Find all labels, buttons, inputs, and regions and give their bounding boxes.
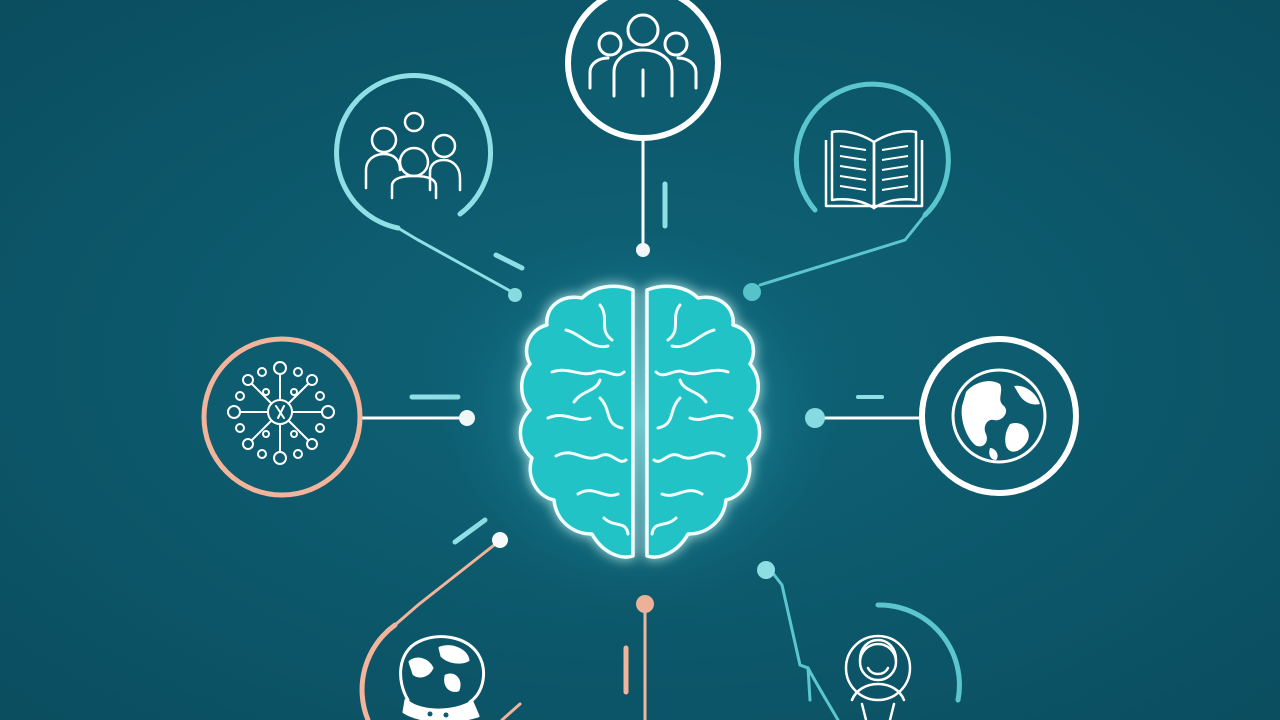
connector-bottom-right [770,570,812,702]
node-people-group [565,0,721,141]
node-person-portrait [806,602,962,720]
node-globe-head [359,622,522,720]
brain-icon [518,284,762,559]
people-group-icon [588,13,698,98]
node-ring-top-left [334,73,494,231]
node-ring-top-right [793,81,951,218]
person-portrait-icon [844,634,912,720]
connector-bottom-left [393,540,500,627]
node-network [201,336,363,498]
node-family [334,73,494,231]
brain-glow [430,220,850,620]
connector-top-right [758,213,927,287]
node-book [793,81,951,218]
brain-right-hemisphere [645,284,762,559]
connector-top-left [396,226,514,294]
brain-folds [546,303,734,536]
node-globe [919,336,1079,496]
globe-head-icon [399,635,486,720]
open-book-icon [824,130,924,210]
family-icon [364,111,462,200]
central-brain [430,220,850,620]
network-icon [227,361,335,465]
node-ring-bottom-left [359,622,398,720]
globe-icon [951,368,1047,464]
brain-left-hemisphere [518,284,635,559]
node-ring-bottom-right [875,602,962,703]
